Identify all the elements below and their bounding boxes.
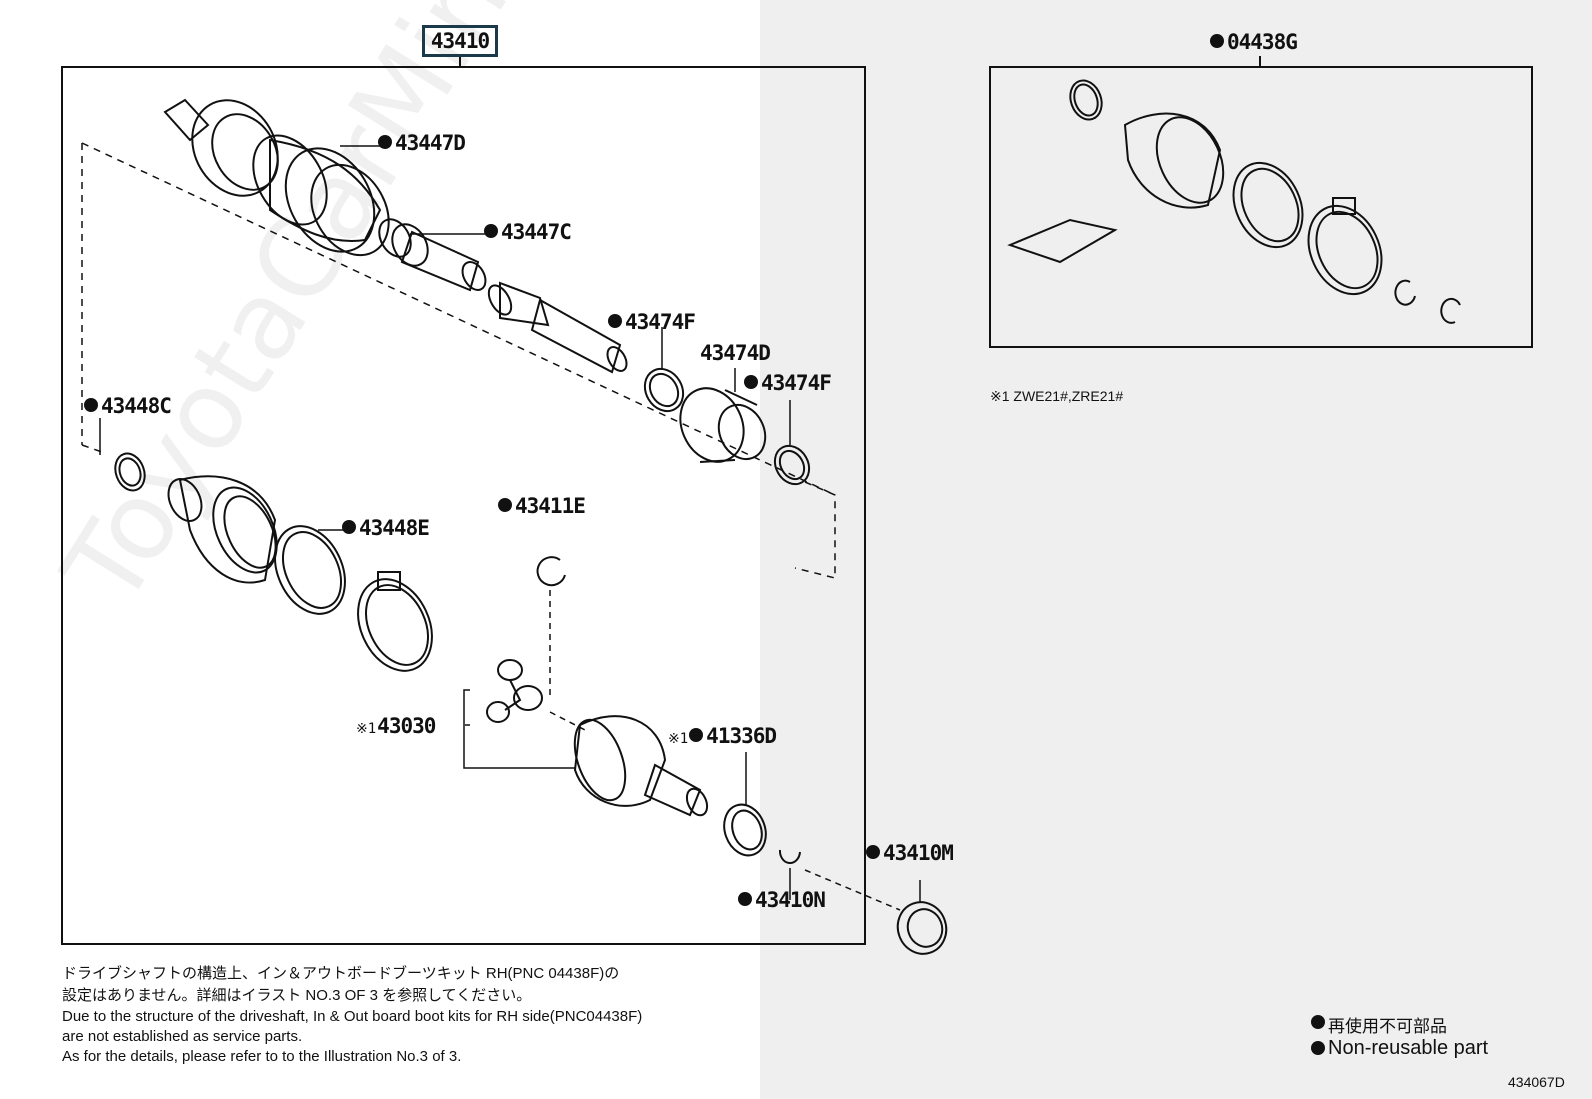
kit-part-number: 04438G xyxy=(1227,30,1298,54)
kit-parts xyxy=(1007,79,1461,324)
note-en-line3: As for the details, please refer to to t… xyxy=(62,1048,462,1065)
part-label-43030[interactable]: ※143030 xyxy=(356,714,436,738)
tripod-joint xyxy=(486,659,543,723)
illustration-id: 434067D xyxy=(1508,1074,1565,1090)
non-reusable-dot-icon xyxy=(1210,34,1224,48)
clamp-43474F-a xyxy=(643,367,685,413)
note-jp-line1: ドライブシャフトの構造上、イン＆アウトボードブーツキット RH(PNC 0443… xyxy=(62,965,620,982)
outer-boot xyxy=(167,475,278,584)
non-reusable-dot-icon xyxy=(866,845,880,859)
part-label-43447D[interactable]: 43447D xyxy=(378,133,466,154)
non-reusable-dot-icon xyxy=(689,728,704,742)
assembly-part-number[interactable]: 43410 xyxy=(422,25,498,57)
non-reusable-dot-icon xyxy=(608,314,622,328)
non-reusable-dot-icon xyxy=(84,398,98,412)
non-reusable-dot-icon xyxy=(342,520,356,534)
note-en-line1: Due to the structure of the driveshaft, … xyxy=(62,1008,643,1025)
inner-cv-housing xyxy=(573,715,709,817)
part-label-43410N[interactable]: 43410N xyxy=(738,890,826,911)
part-label-43448E[interactable]: 43448E xyxy=(342,518,430,539)
assembly-box xyxy=(61,66,866,945)
non-reusable-dot-icon xyxy=(498,498,512,512)
part-label-43447C[interactable]: 43447C xyxy=(484,222,572,243)
ring-43410N xyxy=(778,849,801,864)
part-label-43474F-b[interactable]: 43474F xyxy=(744,373,832,394)
non-reusable-dot-icon xyxy=(484,224,498,238)
non-reusable-dot-icon xyxy=(738,892,752,906)
band-43448E xyxy=(274,525,346,615)
part-label-43410M[interactable]: 43410M xyxy=(866,843,954,864)
snap-ring-43411E xyxy=(536,556,566,587)
seal-41336D xyxy=(723,803,767,857)
clamp-43474F-b xyxy=(773,444,811,486)
part-label-43448C[interactable]: 43448C xyxy=(84,396,172,417)
large-clamp xyxy=(357,578,433,672)
model-footnote: ※1 ZWE21#,ZRE21# xyxy=(990,388,1124,404)
part-label-43411E[interactable]: 43411E xyxy=(498,496,586,517)
seal-43410M xyxy=(896,901,948,955)
note-jp-line2: 設定はありません。詳細はイラスト NO.3 OF 3 を参照してください。 xyxy=(62,987,532,1004)
part-label-43474F-a[interactable]: 43474F xyxy=(608,312,696,333)
legend-en: Non-reusable part xyxy=(1328,1037,1489,1059)
clamp-43448C xyxy=(114,452,146,492)
kit-box xyxy=(989,66,1533,348)
non-reusable-dot-icon xyxy=(378,135,392,149)
kit-part-label[interactable]: 04438G xyxy=(1210,30,1298,54)
legend-jp: 再使用不可部品 xyxy=(1328,1017,1447,1036)
drive-shaft xyxy=(487,281,628,374)
part-label-43474D[interactable]: 43474D xyxy=(700,341,771,365)
note-en-line2: are not established as service parts. xyxy=(62,1028,303,1045)
outer-cv-joint xyxy=(163,98,487,292)
non-reusable-dot-icon xyxy=(744,375,758,389)
right-panel-background xyxy=(760,0,1592,1099)
